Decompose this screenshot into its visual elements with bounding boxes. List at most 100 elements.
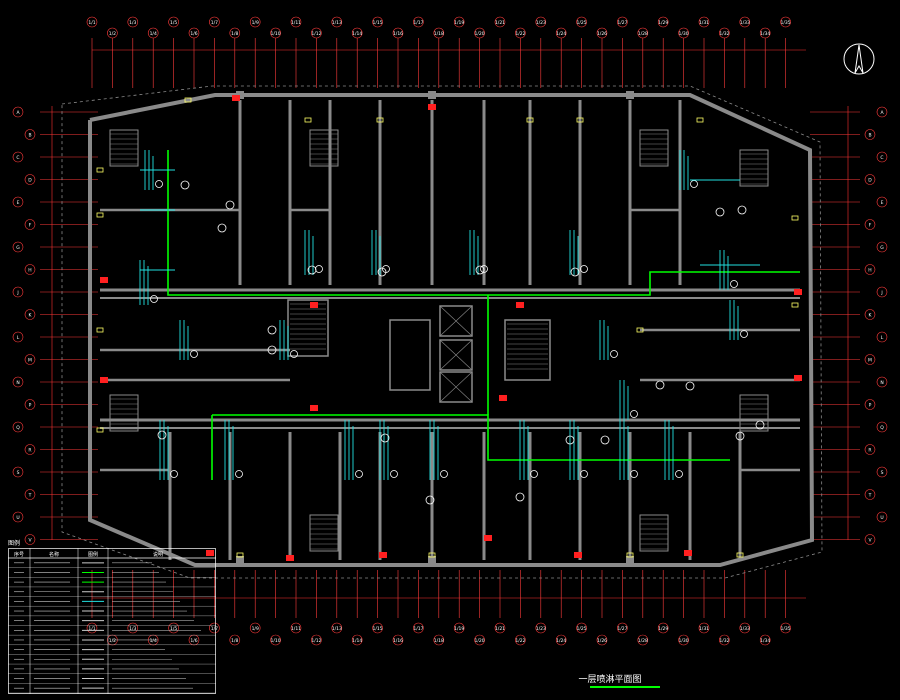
- axis-bubble-bottom: [576, 622, 587, 634]
- axis-label-bottom: 1/7: [211, 626, 218, 632]
- fire-hydrant-icon: [684, 550, 692, 556]
- axis-label-bottom: 1/31: [699, 626, 709, 632]
- axis-label-top: 1/19: [454, 20, 464, 26]
- axis-label-top: 1/22: [515, 31, 525, 37]
- axis-bubble-left: [24, 174, 36, 185]
- axis-bubble-top: [474, 27, 485, 39]
- door-icon: [526, 117, 534, 123]
- axis-bubble-left: [12, 421, 24, 433]
- fire-hydrant-icon: [379, 552, 387, 558]
- north-arrow-icon: [843, 43, 875, 75]
- axis-label-bottom: 1/2: [109, 638, 116, 644]
- sprinkler-head-icon: [715, 207, 725, 217]
- axis-bubble-top: [576, 16, 587, 28]
- axis-label-left: T: [28, 493, 32, 499]
- axis-bubble-bottom: [413, 622, 424, 634]
- axis-label-bottom: 1/22: [515, 638, 525, 644]
- axis-bubble-bottom: [209, 622, 220, 634]
- axis-bubble-top: [107, 27, 118, 39]
- axis-label-bottom: 1/21: [495, 626, 505, 632]
- axis-label-top: 1/14: [352, 31, 362, 37]
- axis-label-left: D: [28, 178, 32, 184]
- axis-label-bottom: 1/1: [88, 626, 95, 632]
- stair-corner: [309, 129, 339, 167]
- axis-label-top: 1/28: [638, 31, 648, 37]
- axis-label-top: 1/12: [311, 31, 321, 37]
- stair-corner: [639, 514, 669, 552]
- stair-corner: [309, 514, 339, 552]
- interior-walls: [100, 91, 800, 564]
- axis-bubble-bottom: [555, 634, 567, 646]
- structural-column: [236, 556, 244, 564]
- axis-bubble-bottom: [535, 622, 547, 634]
- axis-label-top: 1/20: [475, 31, 485, 37]
- axis-label-right: R: [868, 448, 871, 454]
- axis-bubble-top: [637, 27, 649, 39]
- stair-left: [287, 299, 329, 357]
- axis-bubble-bottom: [372, 622, 383, 634]
- fire-hydrant-icon: [516, 302, 524, 308]
- axis-bubble-top: [780, 16, 791, 28]
- axis-bubble-left: [12, 151, 24, 163]
- axis-label-bottom: 1/10: [271, 638, 281, 644]
- axis-bubble-right: [864, 174, 876, 185]
- axis-bubble-top: [229, 27, 241, 39]
- axis-bubble-bottom: [249, 622, 261, 634]
- stair-corner: [739, 394, 769, 432]
- structural-column: [626, 91, 634, 99]
- sprinkler-head-icon: [730, 280, 738, 288]
- axis-bubble-bottom: [739, 622, 751, 634]
- axis-label-top: 1/15: [373, 20, 383, 26]
- axis-label-bottom: 1/16: [393, 638, 403, 644]
- axis-label-left: N: [16, 380, 19, 386]
- stair-corner: [109, 129, 139, 167]
- axis-bubble-top: [617, 16, 628, 28]
- axis-label-left: U: [16, 515, 19, 521]
- door-icon: [376, 117, 384, 123]
- axis-label-top: 1/9: [252, 20, 259, 26]
- axis-label-bottom: 1/35: [781, 626, 791, 632]
- sprinkler-main-pipe: [167, 150, 800, 296]
- sprinkler-pipes: [139, 150, 800, 505]
- axis-label-top: 1/33: [740, 20, 750, 26]
- axis-label-bottom: 1/6: [190, 638, 197, 644]
- axis-bubble-left: [12, 466, 24, 478]
- axis-label-right: M: [868, 358, 872, 364]
- axis-bubble-right: [876, 106, 888, 118]
- axis-bubble-bottom: [657, 622, 669, 634]
- axis-label-right: V: [868, 538, 872, 544]
- axis-bubble-left: [12, 331, 24, 343]
- sprinkler-head-icon: [157, 430, 167, 440]
- axis-label-right: N: [880, 380, 883, 386]
- axis-bubble-top: [147, 27, 159, 39]
- stair-corner: [739, 149, 769, 187]
- axis-label-right: K: [869, 313, 873, 319]
- legend-title: 图例: [8, 540, 21, 547]
- sprinkler-head-icon: [217, 223, 227, 233]
- sprinkler-head-icon: [737, 205, 747, 215]
- door-icon: [96, 212, 104, 218]
- axis-label-left: S: [17, 470, 20, 476]
- axis-label-left: B: [28, 133, 31, 139]
- sprinkler-head-icon: [267, 345, 277, 355]
- axis-bubble-right: [876, 241, 888, 253]
- sprinkler-head-icon: [685, 381, 695, 391]
- fire-hydrant-icon: [484, 535, 492, 541]
- sprinkler-head-icon: [390, 470, 398, 478]
- sprinkler-head-icon: [235, 470, 243, 478]
- door-icon: [96, 327, 104, 333]
- axis-bubble-left: [12, 511, 24, 523]
- axis-label-top: 1/26: [597, 31, 607, 37]
- stair-right: [504, 319, 551, 381]
- axis-label-bottom: 1/23: [536, 626, 546, 632]
- axis-bubble-top: [168, 16, 179, 28]
- axis-label-bottom: 1/15: [373, 626, 383, 632]
- title-underline: [590, 686, 660, 688]
- elevator-cross: [439, 339, 473, 371]
- fire-hydrant-icon: [206, 550, 214, 556]
- fire-hydrant-icon: [232, 95, 240, 101]
- axis-bubble-top: [290, 16, 302, 28]
- axis-bubble-bottom: [229, 634, 241, 646]
- axis-bubble-top: [515, 27, 526, 39]
